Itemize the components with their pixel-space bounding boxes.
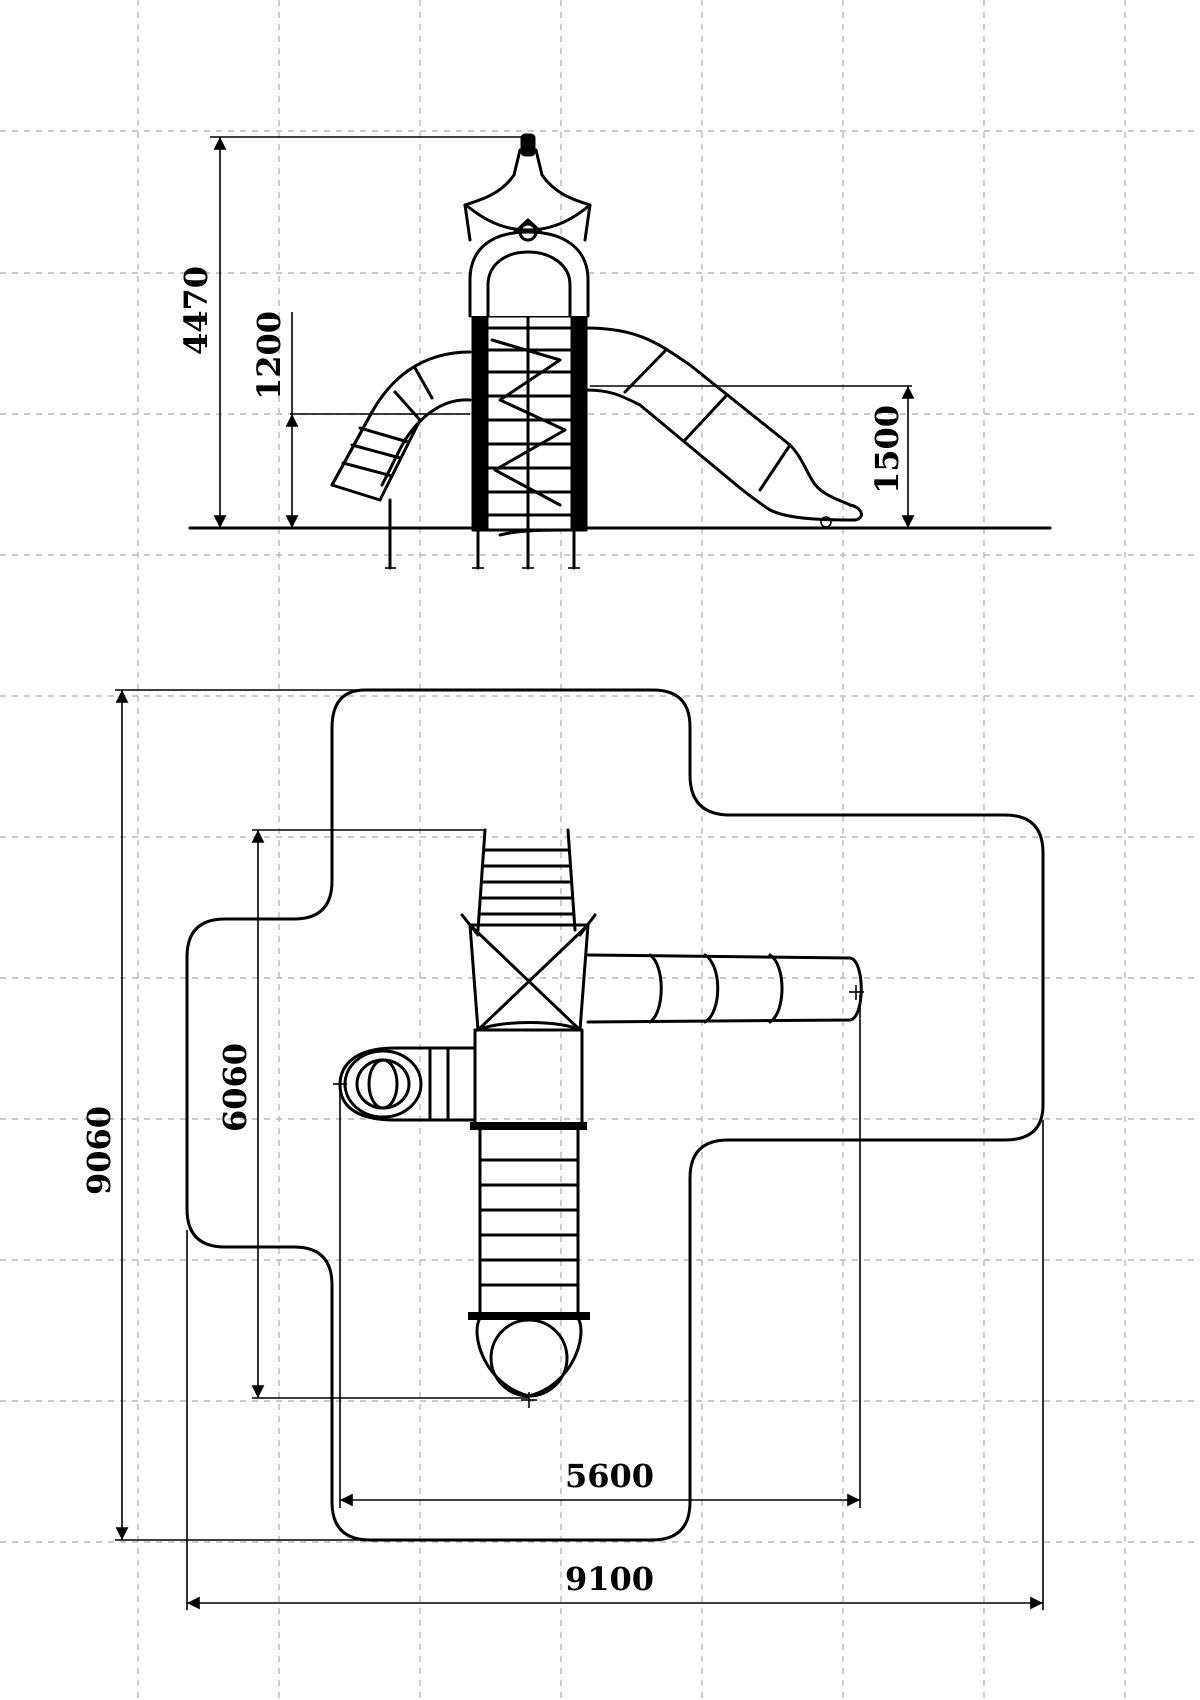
- label-4470: 4470: [177, 266, 215, 355]
- safety-zone-outline: [185, 688, 1045, 1542]
- tower-roof: [463, 133, 592, 318]
- plan-bottom-ladder: [468, 1128, 590, 1408]
- left-ladder: [330, 410, 422, 502]
- label-9100: 9100: [565, 1560, 654, 1598]
- plan-roof-square: [460, 913, 597, 1032]
- label-1200: 1200: [250, 311, 288, 400]
- plan-view: 9060 6060 5600 9100: [80, 688, 1045, 1610]
- plan-right-tube: [586, 953, 864, 1024]
- plan-left-slide: [333, 1046, 477, 1122]
- side-view: 4470 1200 1500: [177, 133, 1052, 570]
- label-1500: 1500: [868, 405, 906, 494]
- dimension-total-height: 4470: [177, 136, 530, 528]
- right-tube-slide: [584, 326, 863, 528]
- dimension-slide-height: 1500: [590, 385, 915, 528]
- label-5600: 5600: [565, 1457, 654, 1495]
- dimension-structure-depth: 6060: [216, 829, 529, 1399]
- plan-top-ladder: [476, 828, 577, 932]
- dimension-platform-height: 1200: [250, 311, 470, 528]
- plan-platform: [470, 1021, 587, 1130]
- dimension-structure-width: 5600: [339, 995, 861, 1508]
- dimension-overall-depth: 9060: [80, 689, 370, 1541]
- tower-body: [471, 314, 588, 537]
- label-6060: 6060: [216, 1043, 254, 1132]
- label-9060: 9060: [80, 1106, 118, 1195]
- dimension-overall-width: 9100: [186, 1120, 1044, 1610]
